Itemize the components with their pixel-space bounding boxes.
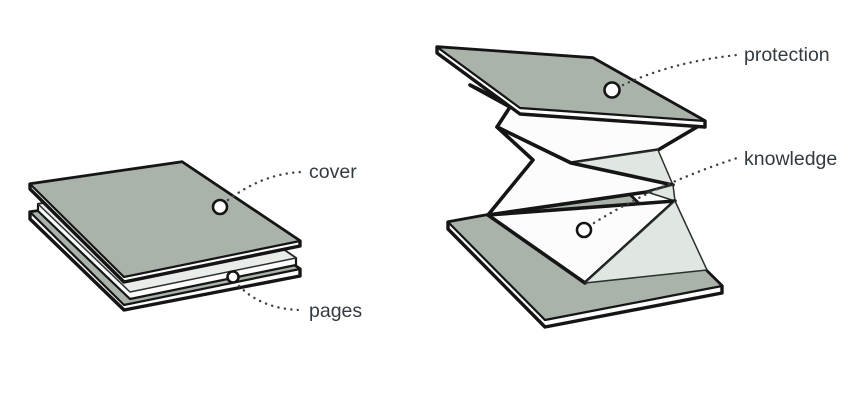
accordion-fold-underside-3 — [584, 200, 708, 284]
pages-label: pages — [309, 300, 362, 322]
accordion-fold-underside-2 — [646, 184, 676, 202]
closed-book-figure: cover pages — [28, 160, 362, 322]
pages-marker-dot — [226, 270, 240, 284]
cover-label: cover — [309, 161, 357, 183]
pages-leader-line — [237, 284, 305, 312]
cover-leader-line — [226, 170, 305, 202]
top-cover-face — [28, 160, 302, 279]
protection-leader-line — [621, 53, 739, 87]
exploded-top-cover-face — [435, 45, 707, 123]
protection-marker-dot — [603, 81, 621, 99]
knowledge-label: knowledge — [744, 148, 837, 170]
cover-marker-dot — [211, 198, 229, 216]
protection-label: protection — [744, 44, 830, 66]
knowledge-marker-dot — [575, 221, 593, 239]
exploded-book-figure: protection knowledge — [435, 44, 837, 329]
